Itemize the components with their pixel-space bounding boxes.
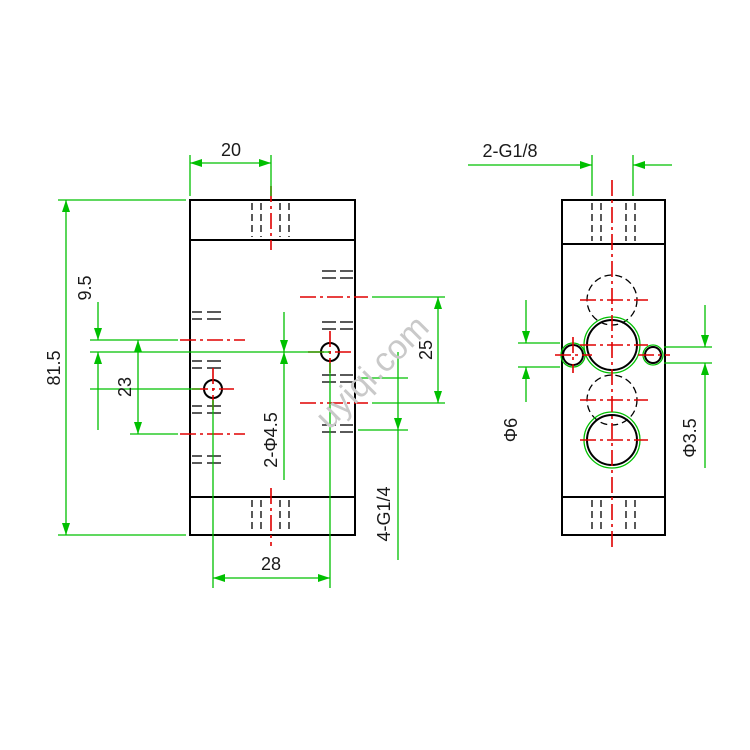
watermark-text: uyiqi.com (308, 308, 436, 436)
front-view-port-hidden-lines (192, 270, 353, 464)
dim-offset-mid: 23 (115, 377, 135, 397)
front-view-dimension-lines (58, 155, 445, 588)
front-view-body-outline (189, 199, 356, 536)
side-view-cap-hidden-lines (591, 203, 636, 532)
dim-ports-main: 4-G1/4 (374, 486, 394, 541)
dim-dia-right: Φ3.5 (680, 418, 700, 457)
side-view-dimension-lines (468, 155, 712, 468)
dim-offset-upper: 9.5 (75, 275, 95, 300)
dim-dia-left: Φ6 (501, 418, 521, 442)
side-view (555, 180, 670, 548)
dim-ports-side: 2-G1/8 (482, 141, 537, 161)
dim-width-top: 20 (221, 140, 241, 160)
side-view-centerlines (555, 180, 670, 548)
dim-port-spacing: 25 (416, 340, 436, 360)
front-view-cap-hidden-lines (251, 203, 290, 532)
side-view-body-outline (561, 199, 666, 536)
front-view (180, 186, 368, 546)
dim-mount-holes: 2-Φ4.5 (261, 412, 281, 467)
dim-height-total: 81.5 (44, 350, 64, 385)
dim-hole-spacing: 28 (261, 554, 281, 574)
